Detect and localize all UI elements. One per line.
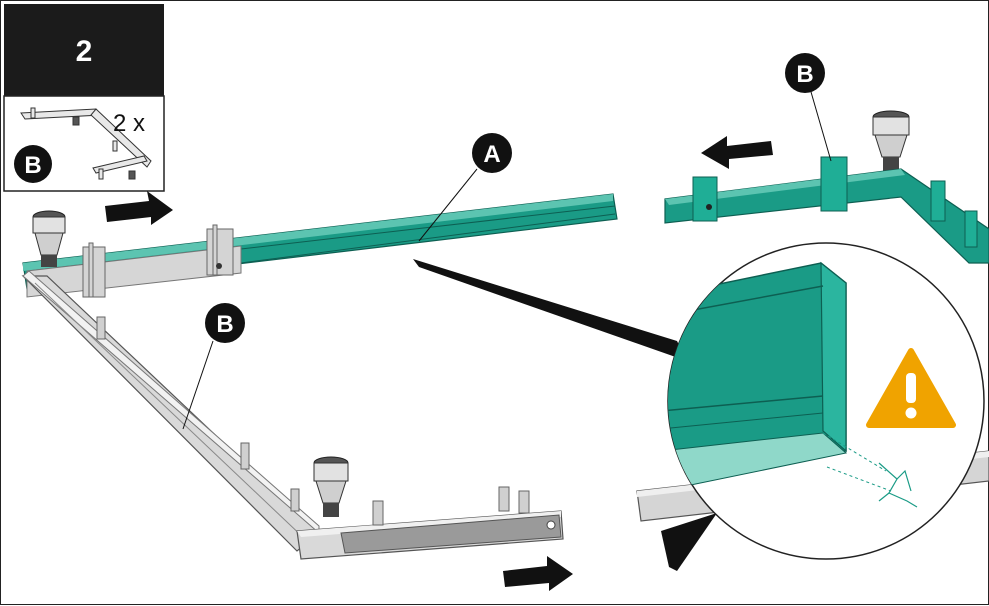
callout-right-b-label: B bbox=[796, 61, 813, 88]
callout-right-b: B bbox=[785, 53, 825, 93]
arrow-left-icon bbox=[701, 136, 773, 169]
part-label: B bbox=[24, 152, 41, 179]
part-quantity: 2 x bbox=[113, 110, 145, 137]
detail-zoom bbox=[667, 242, 985, 560]
crack-icon bbox=[878, 462, 918, 508]
adjustable-foot-icon bbox=[313, 456, 349, 517]
callout-a: A bbox=[472, 133, 512, 173]
zoom-pointer bbox=[413, 259, 687, 361]
step-number: 2 bbox=[76, 35, 93, 68]
step-number-background bbox=[4, 4, 164, 96]
callout-a-label: A bbox=[483, 141, 500, 168]
arrow-right-icon bbox=[503, 556, 573, 591]
frame-thumbnail-icon bbox=[20, 107, 152, 180]
leader-line-left-b bbox=[182, 340, 214, 430]
zoom-pointer-lower bbox=[661, 513, 717, 571]
leader-line-a bbox=[418, 168, 478, 242]
warning-icon bbox=[866, 348, 956, 428]
adjustable-foot-icon bbox=[872, 110, 910, 171]
right-frame-b bbox=[664, 156, 989, 264]
step-header: 2 2 x B bbox=[3, 4, 165, 192]
adjustable-foot-icon bbox=[32, 210, 66, 267]
arrow-right-icon bbox=[105, 191, 173, 225]
callout-left-b-label: B bbox=[216, 311, 233, 338]
top-rail-a bbox=[22, 193, 618, 298]
leader-line-right-b bbox=[808, 84, 832, 162]
part-label-badge bbox=[14, 145, 52, 183]
callout-left-b: B bbox=[205, 303, 245, 343]
left-frame-b bbox=[21, 270, 564, 560]
